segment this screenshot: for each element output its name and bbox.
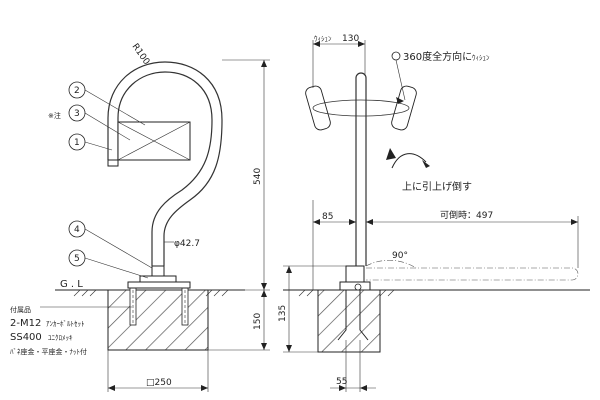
callout-2: 2 [74, 86, 80, 96]
dim-85-label: 85 [322, 212, 333, 222]
width-130-dimension [312, 40, 366, 88]
movable-label: 可倒時：497 [440, 209, 493, 221]
post-socket-side [345, 265, 365, 283]
dim-85 [312, 200, 356, 290]
folded-post [366, 267, 579, 281]
height-label: 540 [253, 168, 263, 185]
rotation-label: 360度全方向に [403, 50, 472, 63]
ground-ticks-front [73, 289, 229, 297]
rotation-ellipse [312, 99, 410, 117]
callout-group: 2 3 1 4 5 [68, 81, 153, 279]
hook-post-inner [107, 61, 223, 266]
rotating-reflectors [305, 85, 417, 131]
radius-label: R100 [130, 42, 152, 67]
base-height-dimension [208, 290, 270, 351]
callout-5: 5 [74, 254, 80, 264]
reflector-cross-b [117, 121, 191, 161]
concrete-base-side [317, 289, 381, 353]
width-label: □250 [146, 378, 172, 388]
dim-135-label: 135 [278, 305, 288, 322]
ground-ticks-side [298, 289, 395, 297]
fold-arc [365, 259, 417, 269]
accessory-1-sub: ｱﾝｶｰﾎﾞﾙﾄｾｯﾄ [46, 320, 85, 328]
lift-arrow-head [386, 148, 396, 160]
hook-end-cap [107, 159, 119, 167]
reflector-left [305, 85, 331, 131]
lift-label: 上に引上げ倒す [402, 181, 472, 193]
dim-55-label: 55 [336, 377, 347, 387]
accessory-0: 付属品 [10, 305, 31, 314]
angle-label: 90° [392, 251, 408, 261]
base-plate-front [127, 281, 191, 289]
width-small-label: 130 [342, 34, 359, 44]
post-socket-front [151, 265, 165, 277]
dim-135 [283, 265, 346, 353]
bolt-head-side [354, 283, 362, 291]
base-height-label: 150 [253, 313, 263, 330]
accessory-2-main: SS400 [10, 332, 42, 343]
rotation-note-marker [391, 51, 401, 61]
callout-3: 3 [74, 109, 80, 119]
width-dimension [107, 350, 209, 392]
anchor-side [337, 290, 369, 341]
note-label: ※注 [48, 111, 61, 120]
accessories-block: 付属品 2-M12 ｱﾝｶｰﾎﾞﾙﾄｾｯﾄ SS400 ﾕﾆｸﾛﾒｯｷ ﾊﾞﾈ座… [10, 305, 132, 356]
dim-497 [366, 216, 579, 268]
accessory-1-main: 2-M12 [10, 318, 41, 329]
front-view: G . L R100 2 3 [10, 42, 270, 392]
height-dimension [208, 59, 270, 291]
rotation-suffix: ｳｨｼｭﾝ [472, 54, 490, 62]
post-side [355, 72, 367, 266]
side-view: ｳｨｼｭﾝ 130 360度全方向に ｳｨｼｭﾝ 上に引上げ倒す 85 可倒時：… [278, 34, 590, 392]
lift-arc [391, 153, 427, 169]
reflector-right [391, 85, 417, 131]
callout-1: 1 [74, 138, 80, 148]
width-small-prefix: ｳｨｼｭﾝ [314, 35, 332, 43]
diameter-label: φ42.7 [174, 239, 200, 249]
hook-post-outer [117, 71, 213, 266]
callout-4: 4 [74, 225, 80, 235]
accessory-3: ﾊﾞﾈ座金・平座金・ﾅｯﾄ付 [10, 347, 87, 356]
ground-label: G . L [60, 279, 83, 290]
concrete-base-front [107, 289, 209, 351]
accessory-2-sub: ﾕﾆｸﾛﾒｯｷ [48, 334, 73, 342]
dim-55 [330, 340, 376, 392]
